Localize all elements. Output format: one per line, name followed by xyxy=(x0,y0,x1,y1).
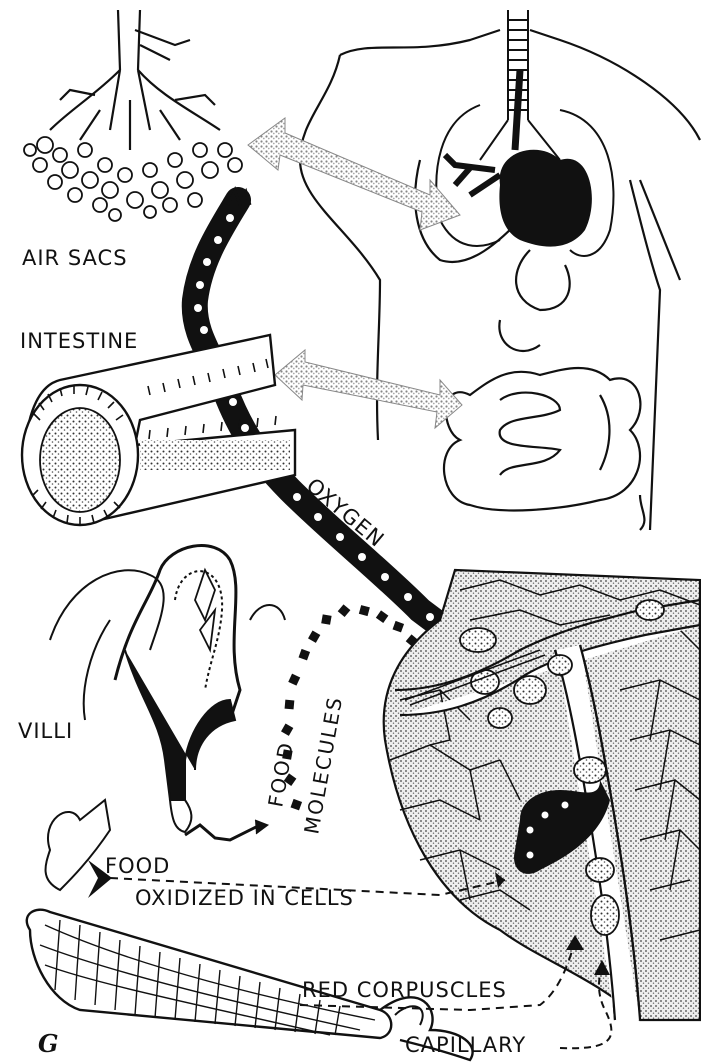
label-intestine: INTESTINE xyxy=(20,329,138,353)
heart xyxy=(445,70,592,247)
label-capillary: CAPILLARY xyxy=(405,1033,526,1057)
label-food: FOOD xyxy=(105,854,170,878)
label-food-molecules-line2: MOLECULES xyxy=(299,694,347,836)
label-oxidized-in-cells: OXIDIZED IN CELLS xyxy=(135,886,354,910)
stomach xyxy=(499,250,569,351)
label-food-molecules-line1: FOOD xyxy=(263,739,298,809)
label-villi: VILLI xyxy=(18,719,73,743)
label-air-sacs: AIR SACS xyxy=(22,246,128,270)
villi-illustration xyxy=(50,546,285,840)
body-intestines xyxy=(444,368,644,530)
tissue-cells xyxy=(384,570,700,1020)
intestine-arrow xyxy=(275,350,462,428)
lungs-arrow xyxy=(248,118,460,230)
label-red-corpuscles: RED CORPUSCLES xyxy=(302,978,507,1002)
corn-illustration xyxy=(27,800,473,1060)
air-sacs-illustration xyxy=(24,10,242,221)
figure-letter: G xyxy=(38,1029,59,1058)
